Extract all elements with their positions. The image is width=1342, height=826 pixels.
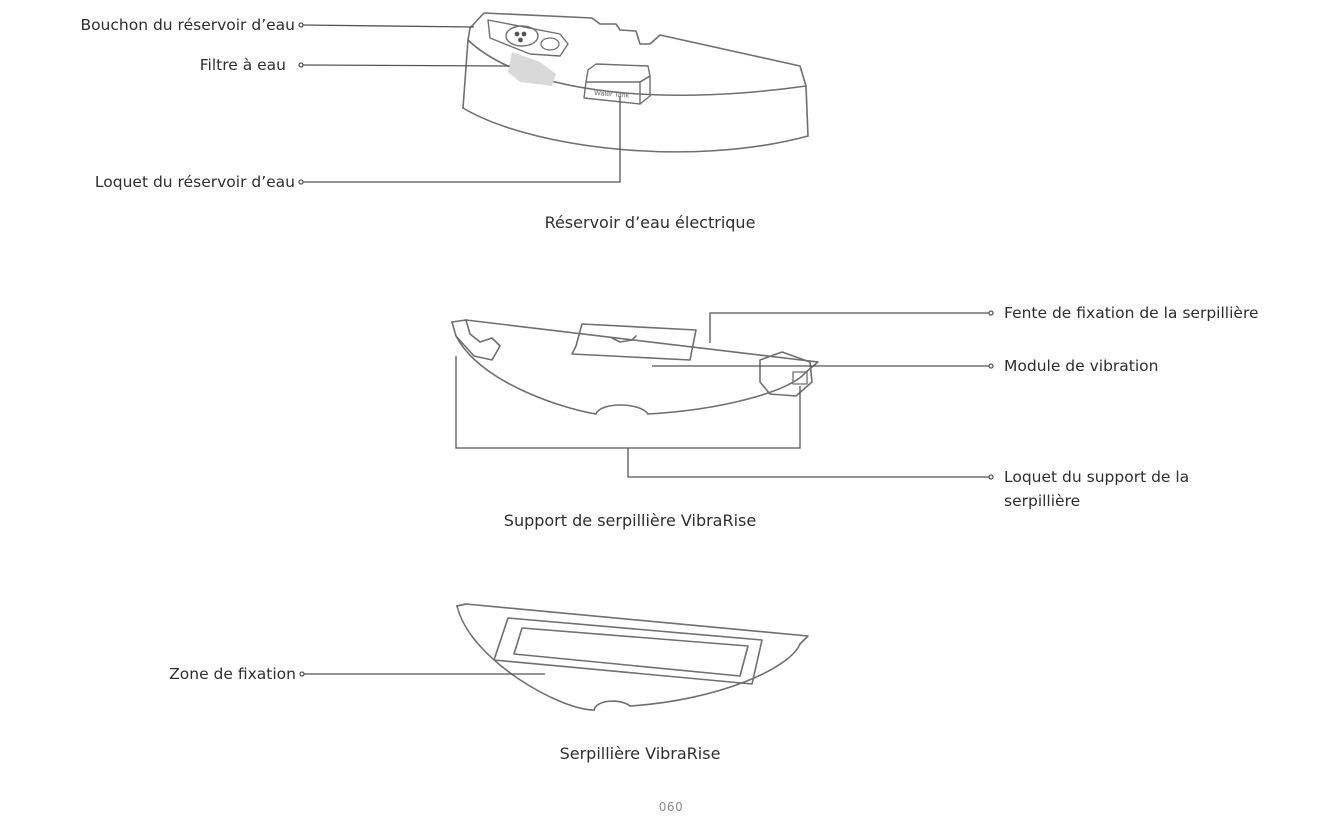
label-attachment-area: Zone de fixation: [169, 665, 296, 683]
label-mop-attachment-slot: Fente de fixation de la serpillière: [1004, 304, 1259, 322]
caption-mop-mount: Support de serpillière VibraRise: [503, 511, 757, 530]
label-vibration-module: Module de vibration: [1004, 357, 1159, 375]
water-filter-shade: [508, 52, 556, 86]
mop-illustration: [456, 603, 809, 711]
page-number: 060: [658, 800, 684, 814]
caption-mop: Serpillière VibraRise: [559, 744, 721, 763]
label-water-tank-latch: Loquet du réservoir d’eau: [94, 173, 295, 191]
water-drop-icon: [514, 31, 527, 43]
water-tank-printed-label: Water Tank: [594, 90, 630, 99]
label-water-filter: Filtre à eau: [199, 56, 286, 74]
mop-mount-illustration: [451, 319, 819, 415]
label-mop-mount-latch-line1: Loquet du support de la: [1004, 468, 1190, 486]
label-mop-mount-latch-line2: serpillière: [1004, 492, 1081, 510]
water-tank-illustration: [462, 12, 809, 153]
caption-water-tank: Réservoir d’eau électrique: [544, 213, 756, 232]
label-water-tank-cap: Bouchon du réservoir d’eau: [80, 16, 295, 34]
